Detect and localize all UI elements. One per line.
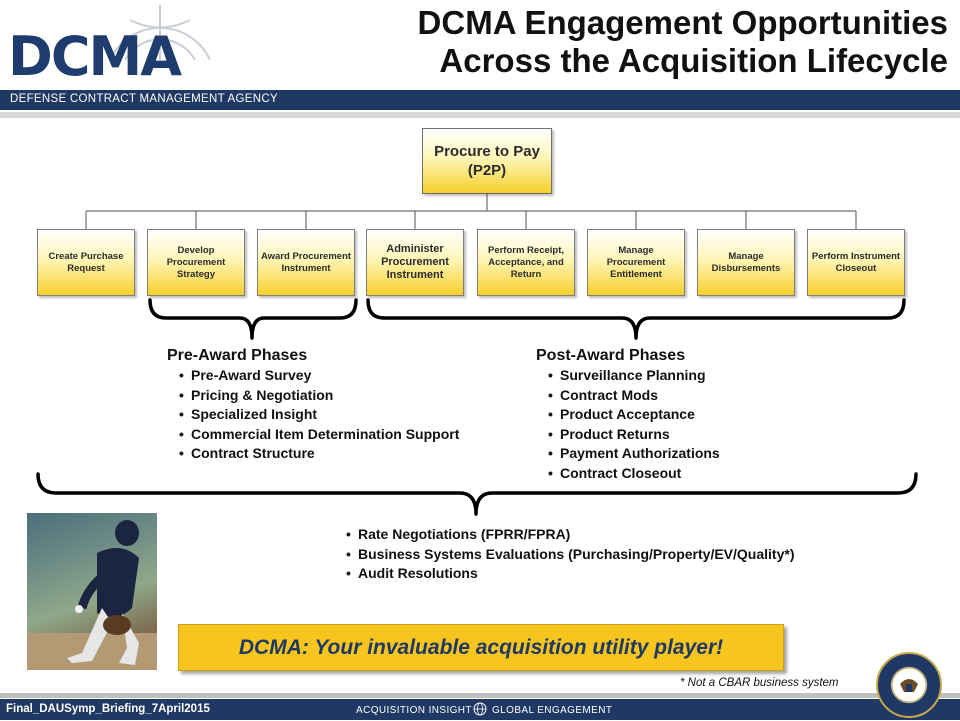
- list-item: Audit Resolutions: [346, 564, 794, 584]
- logo-text: DCMA: [8, 25, 182, 88]
- stage-label: Strategy: [176, 268, 215, 280]
- pre-award-list: Pre-Award Survey Pricing & Negotiation S…: [179, 366, 459, 464]
- tagline-banner: DCMA: Your invaluable acquisition utilit…: [178, 624, 784, 671]
- stage-label: Request: [67, 262, 105, 274]
- list-item: Commercial Item Determination Support: [179, 425, 459, 445]
- footer-tagline-insight: ACQUISITION INSIGHT: [356, 705, 472, 716]
- stage-label: Perform Instrument: [811, 250, 901, 262]
- list-item: Contract Mods: [548, 386, 720, 406]
- stage-label: Instrument: [386, 269, 444, 281]
- p2p-root-line-1: Procure to Pay: [434, 143, 540, 160]
- list-item: Specialized Insight: [179, 405, 459, 425]
- stage-label: Manage Procurement: [606, 244, 666, 268]
- list-item: Contract Closeout: [548, 464, 720, 484]
- list-item: Surveillance Planning: [548, 366, 720, 386]
- agency-bar: [0, 90, 960, 110]
- stage-label: Acceptance, and Return: [488, 256, 564, 280]
- globe-icon: [473, 702, 487, 716]
- list-item: Business Systems Evaluations (Purchasing…: [346, 545, 794, 565]
- stage-label: Create Purchase: [48, 250, 124, 262]
- stage-label: Perform Receipt,: [487, 244, 565, 256]
- stage-label: Instrument: [281, 262, 331, 274]
- agency-name: DEFENSE CONTRACT MANAGEMENT AGENCY: [10, 93, 278, 105]
- stage-label: Administer: [386, 243, 444, 255]
- post-award-list: Surveillance Planning Contract Mods Prod…: [548, 366, 720, 483]
- player-illustration: [27, 520, 157, 670]
- stage-label: Entitlement: [610, 268, 662, 280]
- header-divider: [0, 112, 960, 118]
- list-item: Pre-Award Survey: [179, 366, 459, 386]
- footer-bar: [0, 699, 960, 720]
- pre-award-section: Pre-Award Phases Pre-Award Survey Pricin…: [167, 347, 459, 464]
- post-award-title: Post-Award Phases: [536, 347, 686, 364]
- stage-perform-receipt: Perform Receipt,Acceptance, and Return: [477, 229, 575, 296]
- dod-seal: [876, 652, 942, 718]
- eagle-seal-icon: [891, 667, 927, 703]
- stage-label: Closeout: [835, 262, 877, 274]
- footer-divider: [0, 693, 960, 698]
- stage-manage-disbursements: Manage Disbursements: [697, 229, 795, 296]
- footnote: * Not a CBAR business system: [680, 677, 839, 689]
- stage-label: Manage Disbursements: [711, 250, 781, 274]
- stage-label: Award Procurement: [260, 250, 352, 262]
- list-item: Rate Negotiations (FPRR/FPRA): [346, 525, 794, 545]
- lifecycle-list: Rate Negotiations (FPRR/FPRA) Business S…: [346, 525, 794, 584]
- stage-label: Develop Procurement: [166, 244, 226, 268]
- list-item: Contract Structure: [179, 444, 459, 464]
- globe-arc-icon: [109, 5, 211, 60]
- p2p-root-line-2: (P2P): [467, 162, 507, 179]
- p2p-root-box: Procure to Pay (P2P): [422, 128, 552, 194]
- post-award-section: Post-Award Phases Surveillance Planning …: [536, 347, 720, 483]
- lifecycle-brace: [36, 472, 918, 516]
- page-title: DCMA Engagement Opportunities Across the…: [268, 4, 948, 80]
- dcma-logo: DCMA: [0, 0, 290, 92]
- pre-award-title: Pre-Award Phases: [167, 347, 308, 364]
- pre-award-brace: [148, 298, 358, 340]
- baseball-player-photo: [27, 513, 157, 670]
- footer-filename: Final_DAUSymp_Briefing_7April2015: [6, 703, 210, 715]
- stage-label: Procurement: [381, 256, 449, 268]
- title-line-1: DCMA Engagement Opportunities: [417, 4, 948, 41]
- list-item: Pricing & Negotiation: [179, 386, 459, 406]
- title-line-2: Across the Acquisition Lifecycle: [439, 42, 948, 79]
- footer-tagline-engagement: GLOBAL ENGAGEMENT: [492, 705, 613, 716]
- post-award-brace: [366, 298, 906, 340]
- list-item: Payment Authorizations: [548, 444, 720, 464]
- list-item: Product Returns: [548, 425, 720, 445]
- list-item: Product Acceptance: [548, 405, 720, 425]
